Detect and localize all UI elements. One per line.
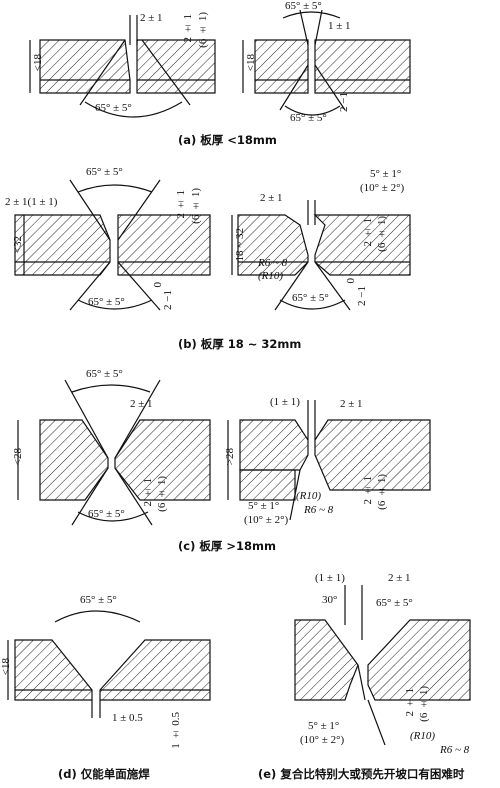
plate-right xyxy=(117,214,211,276)
label-10deg: (10° ± 2°) xyxy=(360,182,405,194)
label-paren-1pm1: (1 ± 1) xyxy=(315,572,345,584)
label-r10: (R10) xyxy=(296,490,322,502)
plate-right xyxy=(313,214,411,276)
label-thick-28: <28 xyxy=(12,448,24,466)
plate-right xyxy=(99,639,211,701)
label-v-6pm1: (6 ± 1) xyxy=(376,474,388,510)
caption-c: (c) 板厚 >18mm xyxy=(178,539,276,553)
label-2pm1-c: 2 ± 1 xyxy=(130,398,153,410)
plate-left xyxy=(39,39,131,94)
label-thick-18: <18 xyxy=(245,54,257,72)
label-v-2pm1: 2 ± 1 xyxy=(362,476,374,505)
label-65: 65° ± 5° xyxy=(86,368,123,380)
label-5deg-e: 5° ± 1° xyxy=(308,720,340,732)
label-v-1pm05: 1 ± 0.5 xyxy=(170,712,182,749)
label-v-2pm1: 2 ± 1 xyxy=(182,14,194,43)
plate-left xyxy=(14,639,93,701)
label-65: 65° ± 5° xyxy=(80,594,117,606)
label-10deg-e: (10° ± 2°) xyxy=(300,734,345,746)
plate-left xyxy=(14,214,111,276)
label-thick-28b: >28 xyxy=(224,448,236,466)
label-2pm1: 2 ± 1 xyxy=(140,12,163,24)
label-65: 65° ± 5° xyxy=(292,292,329,304)
fig-a-left xyxy=(29,15,216,118)
label-2minus1: 2 −1 xyxy=(162,290,174,310)
label-5deg: 5° ± 1° xyxy=(248,500,280,512)
plate-left xyxy=(294,619,359,701)
label-v-2pm1: 2 ± 1 xyxy=(362,218,374,247)
label-2pm1-e: 2 ± 1 xyxy=(388,572,411,584)
label-v-6pm1: (6 ± 1) xyxy=(376,216,388,252)
plate-left xyxy=(254,39,309,94)
label-2pm1-11: 2 ± 1(1 ± 1) xyxy=(5,196,58,208)
fig-d xyxy=(7,610,211,718)
caption-b: (b) 板厚 18 ~ 32mm xyxy=(178,337,302,351)
caption-d: (d) 仅能单面施焊 xyxy=(58,767,150,781)
fig-b-right xyxy=(231,200,411,311)
label-angle-65: 65° ± 5° xyxy=(285,0,322,12)
plate-left xyxy=(39,419,109,501)
plate-right xyxy=(314,419,431,491)
label-thick-32: <32 xyxy=(12,236,24,254)
label-angle-65: 65° ± 5° xyxy=(290,112,327,124)
label-thick-18: <18 xyxy=(0,658,12,676)
label-1pm05: 1 ± 0.5 xyxy=(112,712,143,724)
label-v-2pm1: 2 ± 1 xyxy=(142,478,154,507)
label-r10-e: (R10) xyxy=(410,730,436,742)
fig-a-right xyxy=(242,9,411,116)
label-2minus1: 2 −1 xyxy=(356,286,368,306)
label-10deg: (10° ± 2°) xyxy=(244,514,289,526)
label-zero: 0 xyxy=(152,282,164,288)
label-65-e: 65° ± 5° xyxy=(376,597,413,609)
caption-a: (a) 板厚 <18mm xyxy=(178,133,277,147)
label-v-2pm1: 2 ± 1 xyxy=(175,190,187,219)
label-2pm1-cr: 2 ± 1 xyxy=(340,398,363,410)
label-paren-1pm1: (1 ± 1) xyxy=(270,396,300,408)
label-5deg: 5° ± 1° xyxy=(370,168,402,180)
label-r10: (R10) xyxy=(258,270,284,282)
plate-left xyxy=(239,419,309,471)
label-2pm1-b: 2 ± 1 xyxy=(260,192,283,204)
fig-c-left xyxy=(17,379,211,526)
label-v-6pm1: (6 ± 1) xyxy=(190,188,202,224)
label-1pm1: 1 ± 1 xyxy=(328,20,351,32)
label-65: 65° ± 5° xyxy=(86,166,123,178)
label-r6-8: R6 ~ 8 xyxy=(258,257,288,269)
plate-left xyxy=(237,214,309,276)
label-r6-8-e: R6 ~ 8 xyxy=(440,744,470,756)
caption-e: (e) 复合比特别大或预先开坡口有困难时 xyxy=(258,767,465,781)
label-65: 65° ± 5° xyxy=(88,296,125,308)
label-angle-65: 65° ± 5° xyxy=(95,102,132,114)
plate-right xyxy=(367,619,471,701)
label-30deg: 30° xyxy=(322,594,338,606)
fig-e xyxy=(294,585,471,746)
label-thick-18: <18 xyxy=(32,54,44,72)
label-r6-8: R6 ~ 8 xyxy=(304,504,334,516)
label-18-32: 18 ~ 32 xyxy=(234,228,246,262)
label-zero: 0 xyxy=(345,278,357,284)
fig-c-right xyxy=(227,400,431,521)
label-v-6pm1: (6 ± 1) xyxy=(418,686,430,722)
label-v-6pm1: (6 ± 1) xyxy=(156,476,168,512)
label-v-6pm1: (6 ± 1) xyxy=(197,12,209,48)
label-65: 65° ± 5° xyxy=(88,508,125,520)
fig-b-left xyxy=(14,179,211,311)
label-v-2minus1: 2 −1 xyxy=(338,92,350,112)
plate-right xyxy=(314,39,411,94)
label-v-2pm1: 2 ± 1 xyxy=(404,688,416,717)
